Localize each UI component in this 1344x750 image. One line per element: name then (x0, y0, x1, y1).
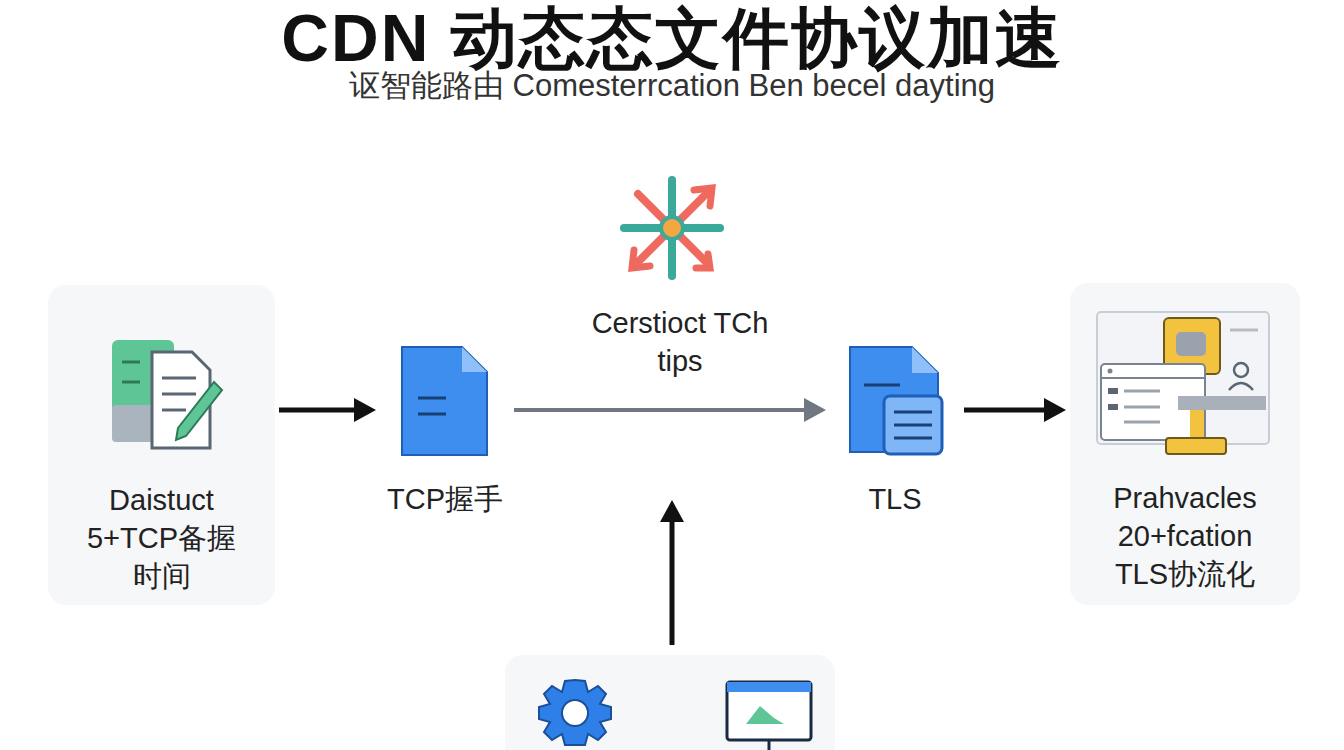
flow-arrow (964, 398, 1066, 422)
step-text: TLS (868, 480, 921, 518)
arrow-line (514, 408, 808, 412)
diagram-title: CDN 动态态文件协议加速 (0, 0, 1344, 76)
step-node: TLS (830, 330, 960, 520)
step-text-row: TLS (830, 480, 960, 518)
document-stack-icon (850, 347, 942, 454)
arrow-line (964, 408, 1048, 413)
document-edit-icon (112, 340, 222, 448)
subtitle: 讴智能路由 Comesterrcation Ben becel dayting (0, 66, 1344, 106)
control-panel (505, 655, 835, 750)
upward-arrow (660, 500, 684, 645)
step-node: TCP握手 (380, 330, 510, 520)
routing-icon (624, 180, 720, 276)
step-text: TCP握手 (387, 480, 503, 518)
edge-label: Cerstioct TCh tips (585, 304, 775, 380)
flow-arrow (514, 398, 826, 422)
step-card: Prahvacles 20+fcation TLS协流化 (1070, 283, 1300, 605)
document-icon (402, 347, 487, 455)
gear-icon (539, 680, 611, 745)
dashboard-illustration (1097, 312, 1269, 454)
step-text-row: Prahvacles 20+fcation TLS协流化 (1070, 479, 1300, 593)
monitor-icon (727, 682, 811, 750)
step-text-row: TCP握手 (380, 480, 510, 518)
step-card: Daistuct 5+TCP备握 时间 (48, 285, 275, 605)
arrow-head (804, 398, 826, 422)
step-text: Prahvacles 20+fcation TLS协流化 (1095, 479, 1275, 593)
step-text: Daistuct 5+TCP备握 时间 (77, 481, 247, 595)
arrow-line (279, 408, 358, 413)
arrow-head (1044, 398, 1066, 422)
arrow-head (354, 398, 376, 422)
step-text-row: Daistuct 5+TCP备握 时间 (48, 481, 275, 595)
flow-arrow (279, 398, 376, 422)
